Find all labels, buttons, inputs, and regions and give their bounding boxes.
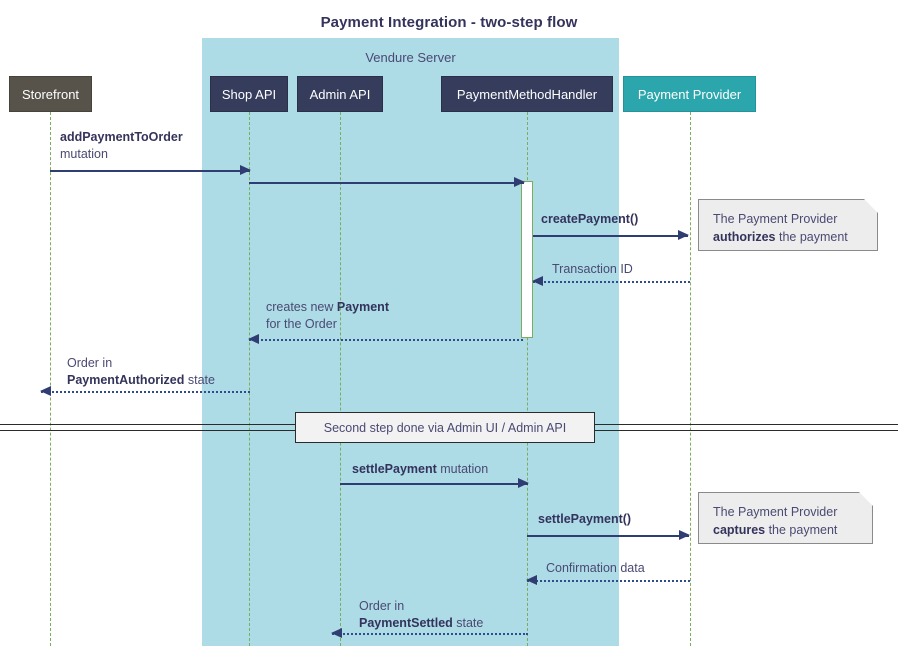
arrowhead-left-icon <box>40 386 51 396</box>
message-label-creates-new-payment: creates new Payment for the Order <box>266 299 389 333</box>
message-label-order-payment-settled: Order in PaymentSettled state <box>359 598 483 632</box>
lifeline-shop-api <box>249 112 250 646</box>
message-label-settle-payment-call: settlePayment() <box>538 511 631 528</box>
message-label-order-payment-settled-bold: PaymentSettled <box>359 616 453 630</box>
note-fold-corner-icon <box>864 199 878 213</box>
message-label-order-payment-authorized-bold: PaymentAuthorized <box>67 373 185 387</box>
message-label-add-payment-to-order-plain: mutation <box>60 147 108 161</box>
arrowhead-left-icon <box>526 575 537 585</box>
note-line-2: authorizes the payment <box>713 228 865 246</box>
participant-admin-api[interactable]: Admin API <box>297 76 383 112</box>
divider-label-text: Second step done via Admin UI / Admin AP… <box>323 420 567 435</box>
note-line-1: The Payment Provider <box>713 505 838 519</box>
message-label-order-payment-authorized: Order in PaymentAuthorized state <box>67 355 215 389</box>
message-label-create-payment: createPayment() <box>541 211 638 228</box>
participant-label-admin-api: Admin API <box>309 86 371 102</box>
message-line <box>332 633 528 635</box>
arrowhead-right-icon <box>514 177 525 187</box>
message-line <box>50 170 250 172</box>
message-label-order-payment-settled-line1: Order in <box>359 599 405 613</box>
arrowhead-right-icon <box>518 478 529 488</box>
participant-storefront[interactable]: Storefront <box>9 76 92 112</box>
message-label-create-payment-bold: createPayment() <box>541 212 639 226</box>
divider-label-box: Second step done via Admin UI / Admin AP… <box>295 412 595 443</box>
message-label-settle-payment-call-bold: settlePayment() <box>538 512 632 526</box>
arrowhead-right-icon <box>678 230 689 240</box>
note-line-1: The Payment Provider <box>713 212 838 226</box>
lifeline-admin-api <box>340 112 341 646</box>
note-line-2-tail: the payment <box>765 523 838 537</box>
lifeline-payment-method-handler <box>527 112 528 646</box>
activation-bar-payment-method-handler <box>521 181 533 338</box>
participant-label-storefront: Storefront <box>21 86 80 102</box>
note-line-2: captures the payment <box>713 521 860 539</box>
participant-payment-provider[interactable]: Payment Provider <box>623 76 756 112</box>
participant-label-payment-provider: Payment Provider <box>637 86 742 102</box>
message-label-order-payment-authorized-tail: state <box>184 373 215 387</box>
arrowhead-right-icon <box>679 530 690 540</box>
note-line-2-bold: authorizes <box>713 230 776 244</box>
message-line <box>41 391 250 393</box>
message-line <box>340 483 528 485</box>
note-line-2-tail: the payment <box>775 230 848 244</box>
message-label-settle-payment-mutation-plain: mutation <box>436 462 489 476</box>
message-line <box>533 281 690 283</box>
arrowhead-left-icon <box>248 334 259 344</box>
participant-label-payment-method-handler: PaymentMethodHandler <box>456 86 598 102</box>
message-label-order-payment-authorized-line1: Order in <box>67 356 113 370</box>
message-label-confirmation-data-plain: Confirmation data <box>546 561 645 575</box>
participant-payment-method-handler[interactable]: PaymentMethodHandler <box>441 76 613 112</box>
message-line <box>527 580 690 582</box>
arrowhead-right-icon <box>240 165 251 175</box>
group-box-vendure-server <box>202 38 619 646</box>
note-fold-corner-icon <box>859 492 873 506</box>
message-line <box>249 182 524 184</box>
message-label-order-payment-settled-tail: state <box>452 616 484 630</box>
message-label-transaction-id-plain: Transaction ID <box>552 262 633 276</box>
message-label-add-payment-to-order: addPaymentToOrder mutation <box>60 129 183 163</box>
message-label-add-payment-to-order-bold: addPaymentToOrder <box>60 130 183 144</box>
message-label-creates-new-payment-line1-bold: Payment <box>336 300 389 314</box>
message-label-settle-payment-mutation: settlePayment mutation <box>352 461 488 478</box>
lifeline-payment-provider <box>690 112 691 646</box>
participant-label-shop-api: Shop API <box>221 86 277 102</box>
lifeline-storefront <box>50 112 51 646</box>
message-line <box>533 235 688 237</box>
message-label-settle-payment-mutation-bold: settlePayment <box>352 462 437 476</box>
page-title: Payment Integration - two-step flow <box>320 14 578 31</box>
arrowhead-left-icon <box>331 628 342 638</box>
arrowhead-left-icon <box>532 276 543 286</box>
note-payment-provider-authorizes: The Payment Provider authorizes the paym… <box>698 199 878 251</box>
message-line <box>527 535 689 537</box>
message-label-creates-new-payment-line1-plain: creates new <box>266 300 337 314</box>
message-line <box>249 339 523 341</box>
message-label-confirmation-data: Confirmation data <box>546 560 645 577</box>
participant-shop-api[interactable]: Shop API <box>210 76 288 112</box>
message-label-creates-new-payment-line2: for the Order <box>266 317 337 331</box>
message-label-transaction-id: Transaction ID <box>552 261 633 278</box>
group-label-vendure-server: Vendure Server <box>365 50 456 65</box>
note-payment-provider-captures: The Payment Provider captures the paymen… <box>698 492 873 544</box>
note-line-2-bold: captures <box>713 523 766 537</box>
